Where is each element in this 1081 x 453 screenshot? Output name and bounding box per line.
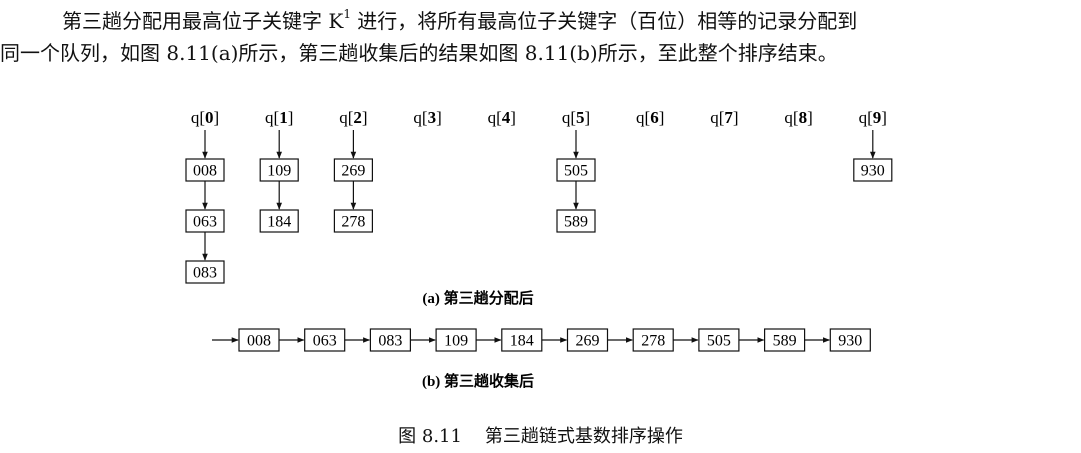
radix-sort-diagram: q[0]008063083q[1]109184q[2]269278q[3]q[4… (185, 108, 893, 390)
queue-7: q[7] (710, 108, 738, 127)
queue-4: q[4] (488, 108, 516, 127)
line1-prefix: 第三趟分配用最高位子关键字 K (62, 9, 344, 33)
queue-label-prefix: q[ (265, 108, 280, 127)
queue-label-suffix: ] (436, 108, 442, 127)
queue-label-prefix: q[ (191, 108, 206, 127)
queue-1: q[1] 109 184 (259, 108, 299, 233)
chain-record-value: 184 (510, 333, 534, 350)
queue-label: q[4] (488, 108, 516, 127)
queue-label-suffix: ] (288, 108, 294, 127)
queue-2: q[2] 269 278 (333, 108, 373, 233)
queue-label: q[8] (784, 108, 812, 127)
chain-record-value: 505 (707, 333, 731, 350)
record-value: 008 (193, 163, 217, 180)
chain-record-value: 930 (838, 333, 862, 350)
queue-label-prefix: q[ (784, 108, 799, 127)
queue-label-index: 7 (724, 108, 733, 127)
queue-label-prefix: q[ (339, 108, 354, 127)
queue-label-index: 8 (799, 108, 808, 127)
chain-record-value: 008 (247, 333, 271, 350)
queue-label-suffix: ] (214, 108, 220, 127)
record-box (185, 260, 225, 284)
queue-label-index: 3 (428, 108, 437, 127)
chain-record-value: 278 (641, 333, 665, 350)
queue-label: q[9] (859, 108, 887, 127)
queue-label: q[6] (636, 108, 664, 127)
figure-caption: 图 8.11 第三趟链式基数排序操作 (398, 426, 683, 447)
queue-label-prefix: q[ (710, 108, 725, 127)
record-value: 269 (341, 163, 365, 180)
record-box (556, 209, 596, 233)
chain-record-value: 063 (313, 333, 337, 350)
queue-label-index: 5 (576, 108, 585, 127)
paragraph-line-2: 同一个队列，如图 8.11(a)所示，第三趟收集后的结果如图 8.11(b)所示… (0, 41, 838, 65)
record-box (259, 209, 299, 233)
record-value: 278 (341, 214, 365, 231)
queue-label: q[7] (710, 108, 738, 127)
record-value: 184 (267, 214, 291, 231)
queue-label-suffix: ] (659, 108, 665, 127)
record-value: 505 (564, 163, 588, 180)
chain-record-value: 589 (773, 333, 797, 350)
record-box (333, 209, 373, 233)
queue-label-index: 1 (279, 108, 288, 127)
queue-label-suffix: ] (733, 108, 739, 127)
queue-label-index: 0 (205, 108, 214, 127)
queue-8: q[8] (784, 108, 812, 127)
queue-label-prefix: q[ (636, 108, 651, 127)
queue-9: q[9] 930 (853, 108, 893, 182)
collected-chain: 008 063 083 109 184 269 278 505 589 930 (212, 328, 871, 352)
queue-label-suffix: ] (807, 108, 813, 127)
queue-label: q[5] (562, 108, 590, 127)
chain-record-value: 269 (576, 333, 600, 350)
queue-3: q[3] (413, 108, 441, 127)
record-box (853, 158, 893, 182)
queue-5: q[5] 505 589 (556, 108, 596, 233)
queue-label-suffix: ] (362, 108, 368, 127)
queue-label-suffix: ] (585, 108, 591, 127)
queue-label-index: 9 (873, 108, 882, 127)
caption-b: (b) 第三趟收集后 (422, 372, 534, 390)
superscript-1: 1 (343, 7, 351, 22)
queue-label-prefix: q[ (413, 108, 428, 127)
queues-layer: q[0]008063083q[1]109184q[2]269278q[3]q[4… (185, 108, 893, 284)
queue-6: q[6] (636, 108, 664, 127)
queue-label: q[3] (413, 108, 441, 127)
paragraph-line-1: 第三趟分配用最高位子关键字 K1 进行，将所有最高位子关键字（百位）相等的记录分… (0, 6, 1081, 36)
queue-label: q[0] (191, 108, 219, 127)
record-value: 589 (564, 214, 588, 231)
queue-label-prefix: q[ (562, 108, 577, 127)
queue-label-suffix: ] (881, 108, 887, 127)
queue-label: q[1] (265, 108, 293, 127)
chain-record-value: 109 (444, 333, 468, 350)
record-value: 930 (861, 163, 885, 180)
record-value: 083 (193, 265, 217, 282)
queue-label-prefix: q[ (488, 108, 503, 127)
queue-label-index: 4 (502, 108, 511, 127)
queue-label-suffix: ] (510, 108, 516, 127)
record-value: 109 (267, 163, 291, 180)
queue-label-prefix: q[ (859, 108, 874, 127)
queue-label-index: 2 (353, 108, 362, 127)
chain-record-value: 083 (378, 333, 402, 350)
queue-label: q[2] (339, 108, 367, 127)
chain-record-box (829, 328, 871, 352)
caption-a: (a) 第三趟分配后 (422, 289, 533, 307)
queue-0: q[0] 008 063 083 (185, 108, 225, 284)
queue-label-index: 6 (650, 108, 659, 127)
line1-suffix: 进行，将所有最高位子关键字（百位）相等的记录分配到 (350, 9, 858, 33)
record-value: 063 (193, 214, 217, 231)
